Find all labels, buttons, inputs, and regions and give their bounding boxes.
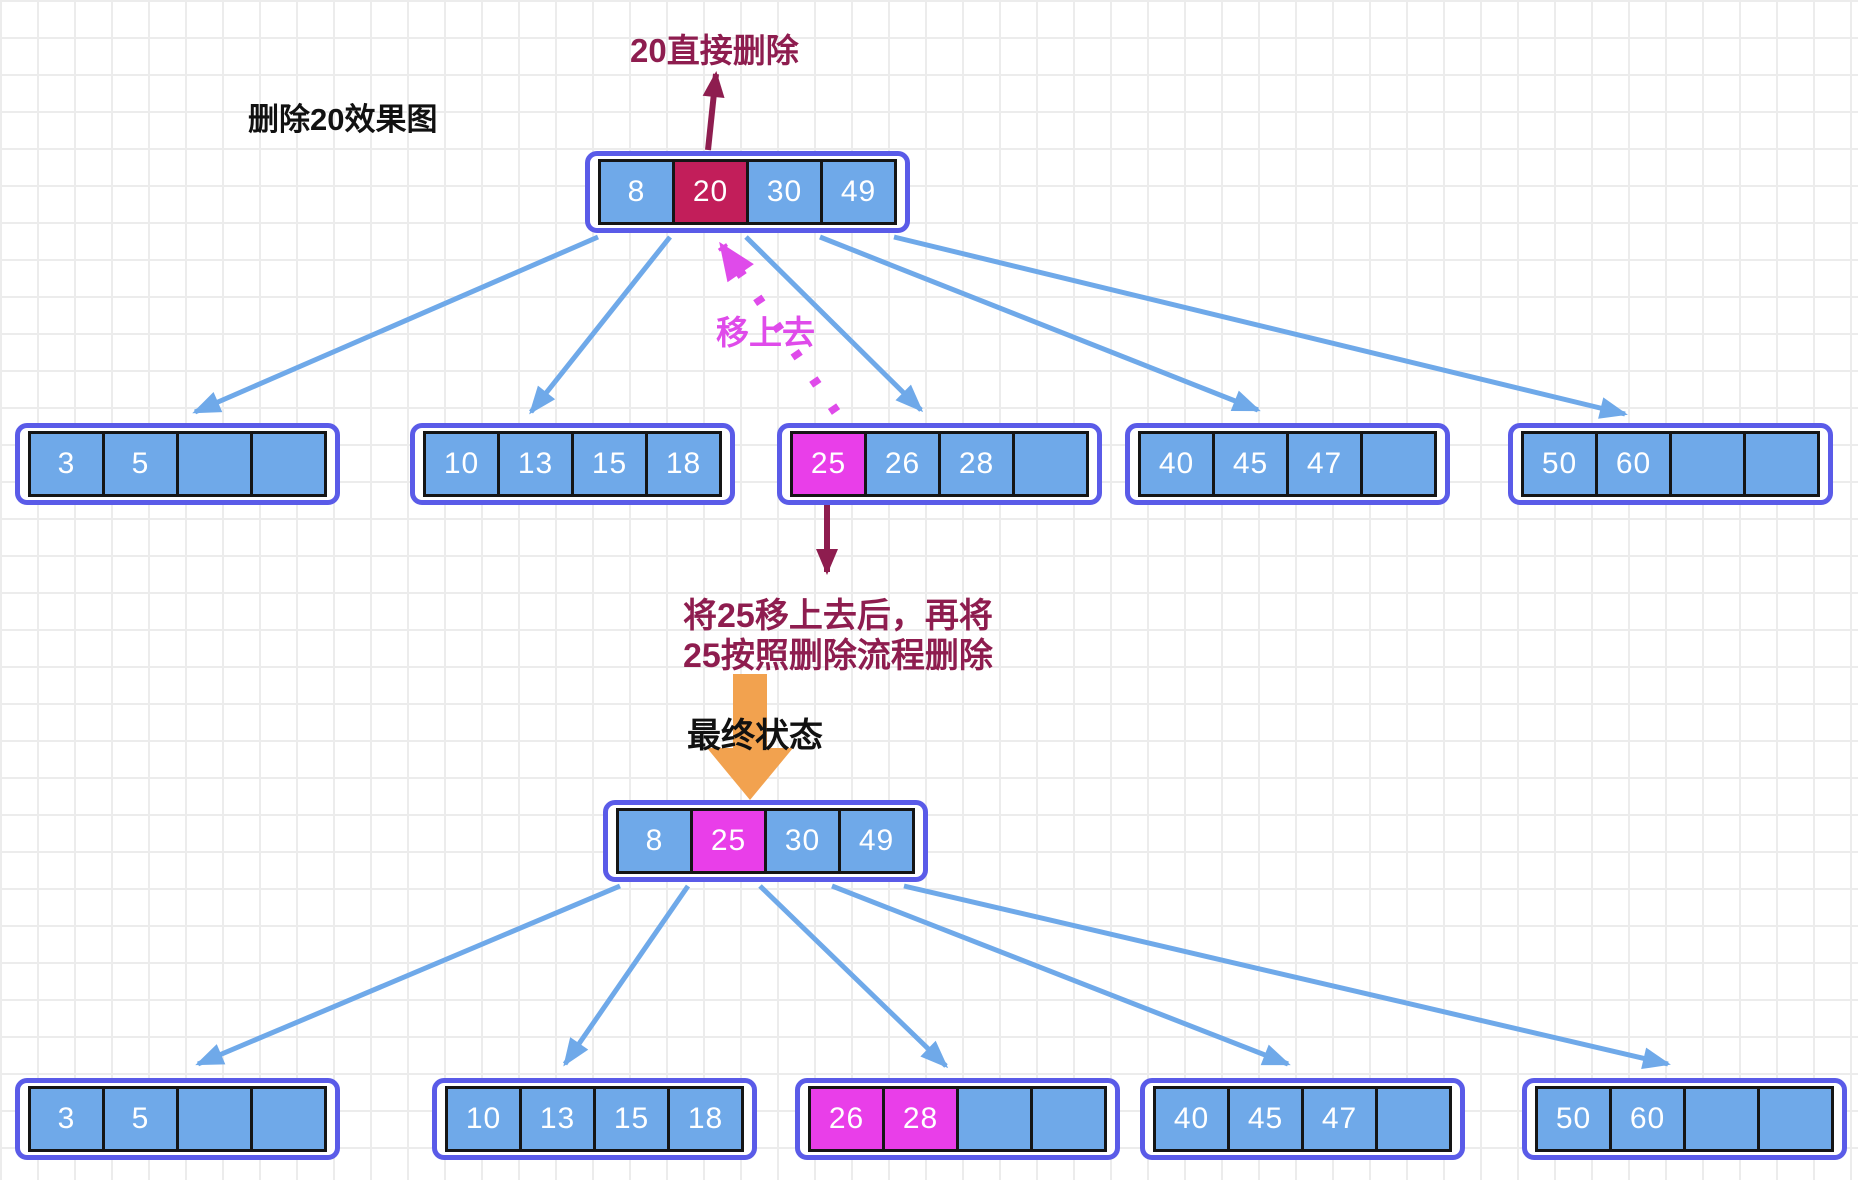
diagram-title: 删除20效果图 — [248, 102, 438, 137]
btree-cell: 25 — [790, 431, 867, 497]
btree-cell: 50 — [1535, 1086, 1612, 1152]
btree-cell: 5 — [102, 431, 179, 497]
btree-cell: 3 — [28, 431, 105, 497]
btree-cell: 45 — [1227, 1086, 1304, 1152]
btree-cell: 20 — [672, 159, 749, 225]
btree-cell: 8 — [598, 159, 675, 225]
connector-before-child1 — [192, 234, 599, 415]
btree-cell — [176, 1086, 253, 1152]
delete-20-annotation: 20直接删除 — [630, 32, 799, 69]
btree-cell: 49 — [838, 808, 915, 874]
btree-cell: 13 — [497, 431, 574, 497]
btree-cell: 13 — [519, 1086, 596, 1152]
connector-after-child4 — [831, 883, 1291, 1067]
btree-cell: 45 — [1212, 431, 1289, 497]
btree-cell: 3 — [28, 1086, 105, 1152]
btree-cell: 60 — [1609, 1086, 1686, 1152]
btree-cell — [250, 431, 327, 497]
btree-cell: 30 — [746, 159, 823, 225]
btree-cell: 15 — [571, 431, 648, 497]
btree-cell — [1683, 1086, 1760, 1152]
btree-cell: 10 — [423, 431, 500, 497]
final-state-label: 最终状态 — [687, 717, 823, 755]
btree-cell: 47 — [1301, 1086, 1378, 1152]
delete-20-arrow — [702, 71, 725, 151]
btree-cell: 60 — [1595, 431, 1672, 497]
btree-cell — [1012, 431, 1089, 497]
btree-cell: 40 — [1138, 431, 1215, 497]
btree-cell — [1669, 431, 1746, 497]
btree-cell: 47 — [1286, 431, 1363, 497]
connector-after-child1 — [195, 883, 621, 1067]
connector-after-child5 — [903, 883, 1671, 1070]
btree-cell: 18 — [667, 1086, 744, 1152]
btree-cell: 25 — [690, 808, 767, 874]
btree-cell: 10 — [445, 1086, 522, 1152]
connector-after-child3 — [758, 884, 949, 1069]
btree-cell — [1360, 431, 1437, 497]
btree-cell — [1030, 1086, 1107, 1152]
connector-before-child4 — [819, 234, 1261, 413]
btree-cell — [176, 431, 253, 497]
btree-cell: 30 — [764, 808, 841, 874]
btree-cell — [956, 1086, 1033, 1152]
btree-cell: 49 — [820, 159, 897, 225]
btree-cell: 28 — [882, 1086, 959, 1152]
btree-cell: 26 — [808, 1086, 885, 1152]
btree-cell: 28 — [938, 431, 1015, 497]
connector-after-child2 — [562, 884, 691, 1067]
btree-cell: 5 — [102, 1086, 179, 1152]
btree-cell: 15 — [593, 1086, 670, 1152]
btree-cell: 40 — [1153, 1086, 1230, 1152]
btree-cell: 8 — [616, 808, 693, 874]
connector-before-child2 — [529, 235, 672, 415]
btree-cell — [1743, 431, 1820, 497]
btree-cell: 18 — [645, 431, 722, 497]
btree-cell — [250, 1086, 327, 1152]
btree-cell — [1375, 1086, 1452, 1152]
connector-before-child5 — [893, 234, 1628, 419]
delete-25-note: 将25移上去后，再将 25按照删除流程删除 — [683, 597, 993, 675]
move-up-annotation: 移上去 — [716, 314, 815, 351]
btree-cell — [1757, 1086, 1834, 1152]
btree-cell: 26 — [864, 431, 941, 497]
btree-cell: 50 — [1521, 431, 1598, 497]
